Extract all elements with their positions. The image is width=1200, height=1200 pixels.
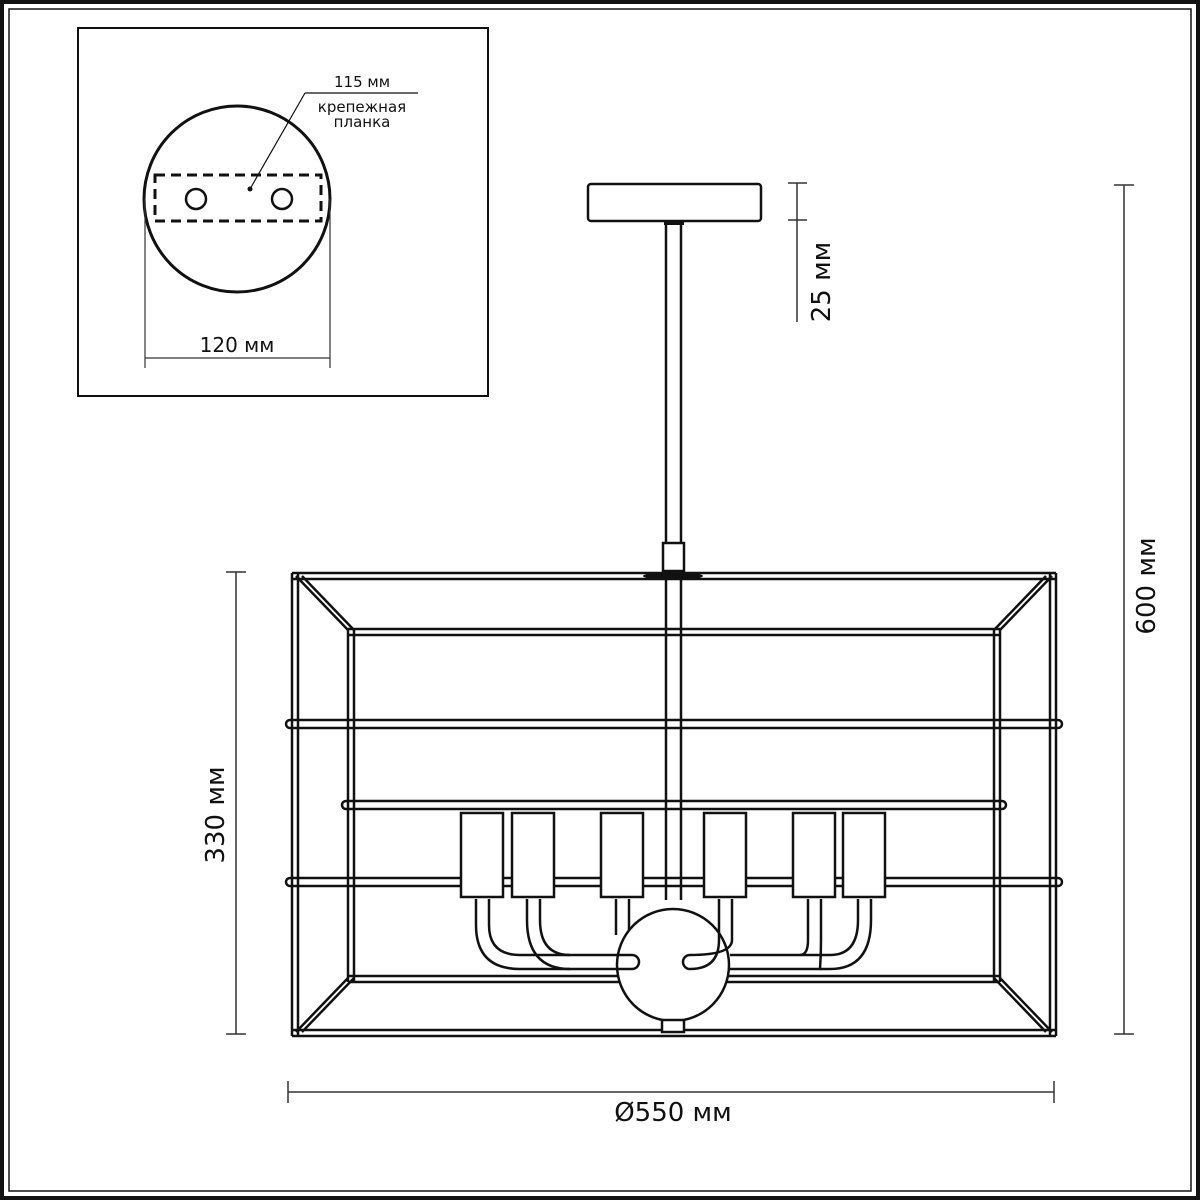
ceiling-canopy — [586, 182, 763, 223]
lamp-holder-4 — [702, 811, 748, 899]
screw-hole-right — [270, 187, 294, 211]
plate-name-line1: крепежная — [318, 98, 406, 116]
central-hub-sphere — [615, 907, 731, 1023]
diameter-label: Ø550 мм — [614, 1098, 732, 1128]
canopy-diameter-label: 120 мм — [200, 333, 275, 357]
plate-length-label: 115 мм — [334, 73, 390, 91]
lamp-holders — [459, 811, 887, 899]
canopy-height-label: 25 мм — [807, 242, 837, 323]
bottom-finial — [660, 1018, 686, 1034]
mounting-plate-dashed — [153, 173, 323, 223]
lamp-holder-1 — [459, 811, 505, 899]
lamp-holder-6 — [841, 811, 887, 899]
shade-height-label: 330 мм — [201, 766, 231, 863]
lamp-holder-5 — [791, 811, 837, 899]
dimension-lines — [226, 182, 1134, 1103]
lamp-arms — [474, 899, 873, 1034]
screw-hole-left — [184, 187, 208, 211]
lamp-holder-3 — [599, 811, 645, 899]
mounting-plate-inset: 115 мм крепежная планка 120 мм — [77, 27, 489, 397]
rod-coupler — [661, 541, 686, 573]
lamp-holder-2 — [510, 811, 556, 899]
canopy-and-rod — [586, 182, 763, 900]
total-height-label: 600 мм — [1132, 537, 1162, 634]
plate-name-line2: планка — [334, 113, 391, 131]
